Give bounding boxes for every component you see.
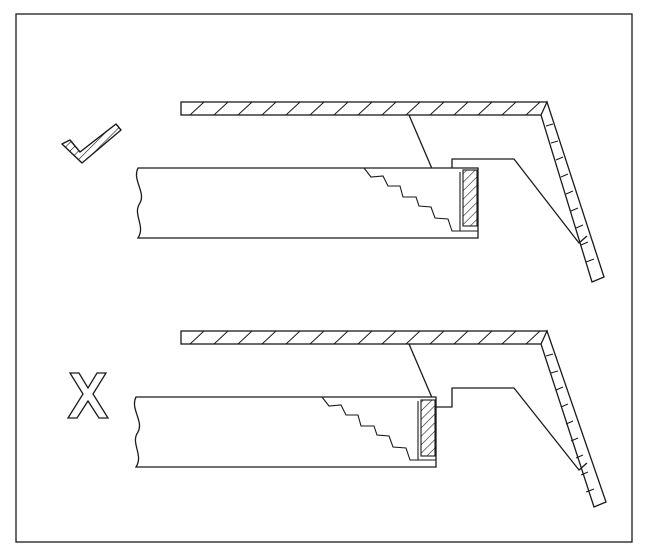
lower-body [135, 167, 479, 239]
lower-body [133, 396, 437, 468]
hatched-insert [462, 169, 478, 227]
top-plate [180, 330, 548, 345]
figure-frame [15, 13, 633, 543]
x-mark-icon [66, 372, 110, 419]
check-mark-icon [61, 123, 122, 164]
side-plate [540, 329, 607, 508]
side-plate [540, 100, 605, 283]
panel-correct [61, 100, 605, 283]
top-plate [180, 101, 548, 116]
panel-incorrect [66, 329, 607, 508]
hatched-insert [420, 399, 436, 457]
